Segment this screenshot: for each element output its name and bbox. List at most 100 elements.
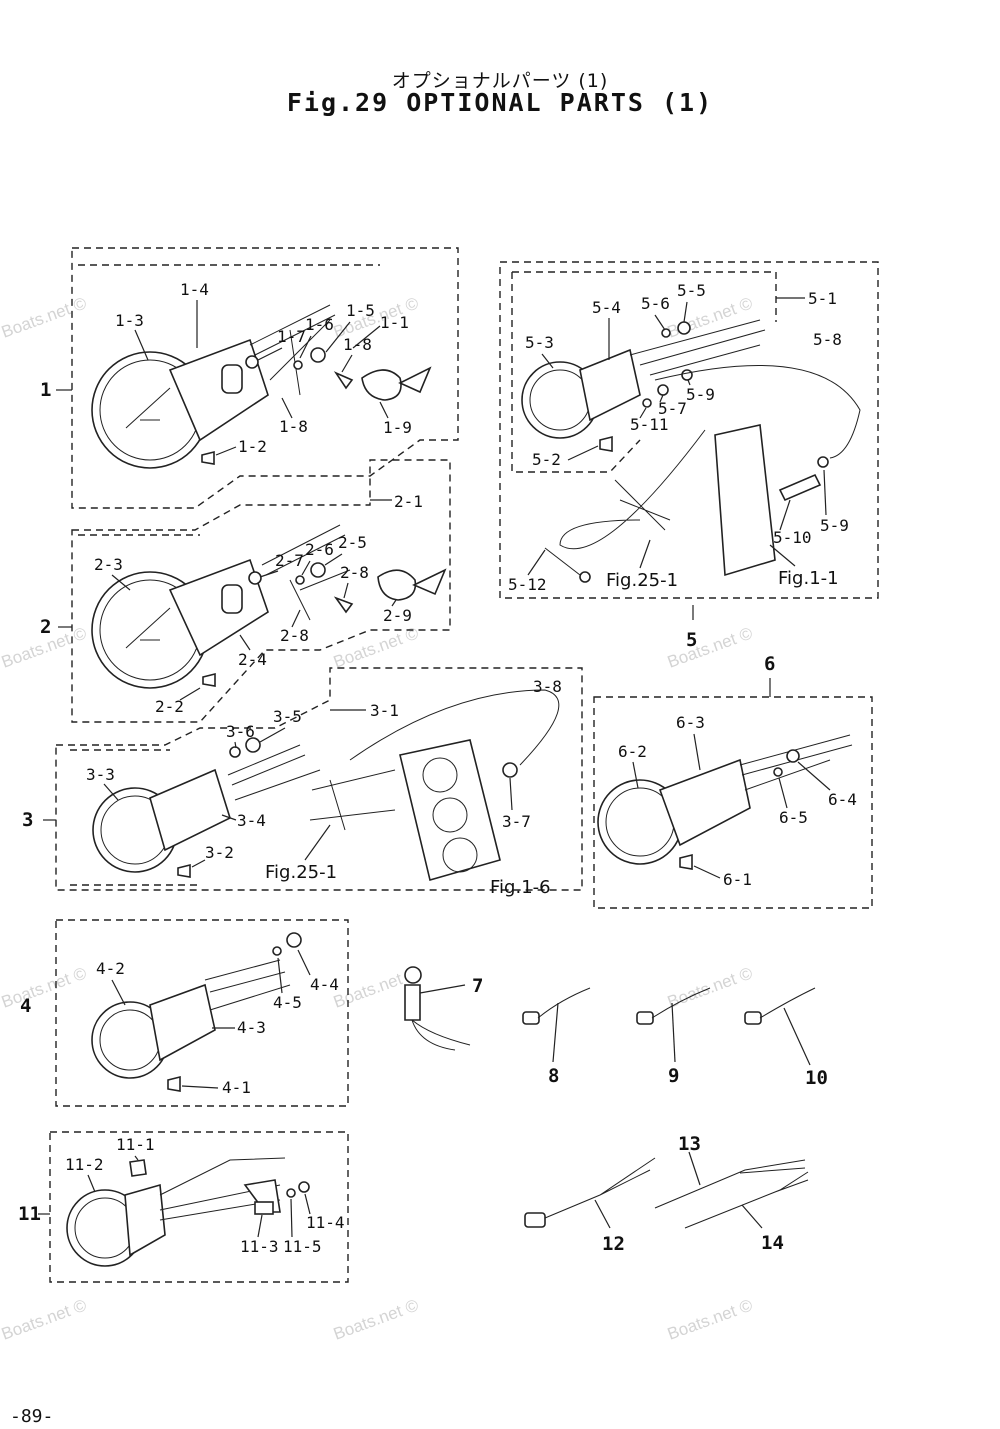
- svg-text:2-9: 2-9: [383, 606, 412, 625]
- svg-text:5-7: 5-7: [658, 399, 687, 418]
- svg-text:14: 14: [761, 1232, 784, 1254]
- svg-text:4-3: 4-3: [237, 1018, 266, 1037]
- group-label-5: 5: [686, 629, 697, 651]
- hour-meter-gauge: [91, 983, 216, 1079]
- watermark: Boats.net ©: [0, 293, 90, 341]
- svg-text:13: 13: [678, 1133, 701, 1155]
- svg-text:2-8: 2-8: [340, 563, 369, 582]
- ref-fig-1-6: Fig.1-6: [490, 877, 551, 898]
- callout-labels: 4-1 4-2 4-3 4-4 4-5: [96, 949, 339, 1097]
- watermark: Boats.net ©: [665, 963, 756, 1011]
- svg-text:2-5: 2-5: [338, 533, 367, 552]
- svg-text:6-1: 6-1: [723, 870, 752, 889]
- group-1: 1 1-1 1-2 1-3 1-4 1-5 1-6 1-7: [40, 247, 459, 509]
- part-8-lead-wire: 8: [522, 987, 591, 1087]
- svg-text:10: 10: [805, 1067, 828, 1089]
- svg-text:11-3: 11-3: [240, 1237, 279, 1256]
- svg-text:5-6: 5-6: [641, 294, 670, 313]
- svg-text:1-7: 1-7: [277, 327, 306, 346]
- group-label-2: 2: [40, 616, 51, 638]
- part-9-lead-wire: 9: [636, 987, 711, 1087]
- svg-text:11-1: 11-1: [116, 1135, 155, 1154]
- part-10-lead-wire: 10: [744, 987, 828, 1089]
- svg-text:2-2: 2-2: [155, 697, 184, 716]
- svg-text:2-6: 2-6: [305, 540, 334, 559]
- svg-text:1-1: 1-1: [380, 313, 409, 332]
- group-label-6: 6: [764, 653, 775, 675]
- svg-text:5-10: 5-10: [773, 528, 812, 547]
- svg-text:6-5: 6-5: [779, 808, 808, 827]
- group-3: 3 3-1 3-2 3-3 3-4 3-5: [22, 667, 583, 898]
- svg-text:5-3: 5-3: [525, 333, 554, 352]
- svg-text:1-8: 1-8: [343, 335, 372, 354]
- group-11: 11 11-1 11-2 11-3 11-4 11-5: [18, 1131, 349, 1283]
- watermark: Boats.net ©: [665, 293, 756, 341]
- svg-text:1-8: 1-8: [279, 417, 308, 436]
- group-label-4: 4: [20, 995, 31, 1017]
- svg-text:6-3: 6-3: [676, 713, 705, 732]
- svg-text:1-5: 1-5: [346, 301, 375, 320]
- svg-text:8: 8: [548, 1065, 559, 1087]
- group-2: 2 2-1 2-2 2-3 2-4 2-5 2-6 2-7: [40, 459, 451, 723]
- ref-fig-1-1: Fig.1-1: [778, 568, 839, 589]
- svg-text:1-6: 1-6: [305, 315, 334, 334]
- svg-text:6-2: 6-2: [618, 742, 647, 761]
- page-number: -89-: [10, 1406, 54, 1427]
- svg-text:5-2: 5-2: [532, 450, 561, 469]
- svg-text:4-5: 4-5: [273, 993, 302, 1012]
- svg-text:11-5: 11-5: [283, 1237, 322, 1256]
- group-6: 6 6-1 6-2 6-3 6-4 6-5: [593, 653, 873, 909]
- group-label-3: 3: [22, 809, 33, 831]
- svg-text:1-4: 1-4: [180, 280, 209, 299]
- callout-labels: 3-1 3-2 3-3 3-4 3-5 3-6 3-7 3-8 Fig.25-1…: [86, 677, 562, 898]
- svg-text:4-1: 4-1: [222, 1078, 251, 1097]
- svg-text:5-9: 5-9: [686, 385, 715, 404]
- watermark: Boats.net ©: [665, 623, 756, 671]
- svg-text:1-9: 1-9: [383, 418, 412, 437]
- callout-labels: 2-1 2-2 2-3 2-4 2-5 2-6 2-7 2-8 2-8 2-9: [94, 492, 423, 716]
- svg-text:6-4: 6-4: [828, 790, 857, 809]
- svg-text:9: 9: [668, 1065, 679, 1087]
- svg-text:1-3: 1-3: [115, 311, 144, 330]
- watermark: Boats.net ©: [0, 1295, 90, 1343]
- ref-fig-25-1: Fig.25-1: [265, 862, 337, 883]
- callout-labels: 1-1 1-2 1-3 1-4 1-5 1-6 1-7 1-8 1-8 1-9: [115, 280, 412, 456]
- callout-labels: 5-1 5-2 5-3 5-4 5-5 5-6 5-7 5-8 5-9 5-9 …: [508, 281, 849, 594]
- svg-text:3-7: 3-7: [502, 812, 531, 831]
- group-5: 5-1 5-2 5-3 5-4 5-5 5-6 5-7 5-8 5-9 5-9 …: [499, 261, 879, 651]
- svg-text:3-6: 3-6: [226, 722, 255, 741]
- group-label-11: 11: [18, 1203, 41, 1225]
- svg-text:11-2: 11-2: [65, 1155, 104, 1174]
- svg-text:12: 12: [602, 1233, 625, 1255]
- multi-gauge: [66, 1183, 166, 1267]
- svg-text:3-2: 3-2: [205, 843, 234, 862]
- callout-labels: 6-1 6-2 6-3 6-4 6-5: [618, 713, 857, 889]
- svg-text:5-1: 5-1: [808, 289, 837, 308]
- fuel-meter-gauge: [521, 348, 641, 439]
- part-12-harness: 12: [524, 1157, 656, 1255]
- svg-text:7: 7: [472, 975, 483, 997]
- callout-labels: 11-1 11-2 11-3 11-4 11-5: [65, 1135, 345, 1256]
- svg-text:4-2: 4-2: [96, 959, 125, 978]
- watermark: Boats.net ©: [0, 963, 90, 1011]
- watermark: Boats.net ©: [331, 1295, 422, 1343]
- group-4: 4 4-1 4-2 4-3 4-4 4-5: [20, 919, 349, 1107]
- svg-text:2-7: 2-7: [275, 551, 304, 570]
- svg-text:2-3: 2-3: [94, 555, 123, 574]
- svg-text:5-8: 5-8: [813, 330, 842, 349]
- part-14-harness: 14: [684, 1171, 809, 1254]
- speedometer-gauge: [91, 558, 269, 689]
- svg-text:5-9: 5-9: [820, 516, 849, 535]
- tachometer-gauge: [91, 338, 269, 469]
- svg-text:2-1: 2-1: [394, 492, 423, 511]
- svg-text:5-5: 5-5: [677, 281, 706, 300]
- group-label-1: 1: [40, 379, 51, 401]
- water-pressure-gauge: [597, 758, 751, 865]
- svg-text:3-3: 3-3: [86, 765, 115, 784]
- svg-text:3-1: 3-1: [370, 701, 399, 720]
- svg-text:5-4: 5-4: [592, 298, 621, 317]
- engine-block-fig-1-6: [399, 739, 501, 881]
- svg-text:2-4: 2-4: [238, 650, 267, 669]
- title-japanese: オプショナルパーツ (1): [391, 70, 609, 92]
